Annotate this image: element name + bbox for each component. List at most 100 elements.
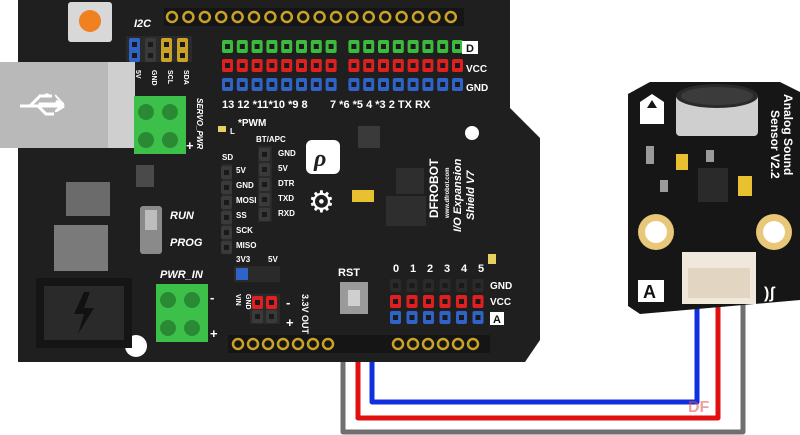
gold-pin [321,337,335,351]
digital-pin-hole [269,82,275,87]
digital-pin-hole [410,63,416,68]
analog-pin-hole [475,283,481,288]
analog-pin-hole [393,315,398,320]
digital-header-rows [222,40,463,91]
svg-text:-: - [286,295,290,310]
analog-pin-hole [475,315,481,320]
sd-pin-hole [224,185,229,190]
gold-pin [395,10,408,24]
gold-pin [261,337,275,351]
row-label-gnd: GND [466,83,488,94]
gold-pin [182,10,195,24]
i2c-pin-hole [148,42,153,47]
bt-pin-hole [262,212,267,217]
digital-pin-hole [313,82,319,87]
gold-pin [313,10,326,24]
gold-pin [214,10,228,24]
gold-pin [264,10,277,24]
analog-pin-hole [459,299,464,304]
digital-pin-hole [425,82,431,87]
gold-pin [428,10,441,24]
i2c-header [126,36,192,62]
gold-pin [231,337,245,351]
digital-pin-hole [440,44,446,49]
i2c-pin-hole [132,53,137,58]
svg-text:+: + [210,326,218,341]
gold-pin [444,10,458,24]
digital-pin-hole [284,44,290,49]
svg-text:5V: 5V [236,166,246,175]
digital-numbers: 13 12 *11*10 *9 8 [222,99,308,111]
analog-pin-hole [426,299,431,304]
svg-text:GND: GND [236,181,254,190]
pwm-note: *PWM [238,118,266,129]
bt-pin-hole [262,197,267,202]
ear-icon: )ʃ [764,285,775,302]
regulator [66,182,110,216]
digital-pin-hole [395,82,401,87]
svg-text:VIN: VIN [234,294,241,306]
svg-text:SCK: SCK [236,226,253,235]
analog-numbers: 0 1 2 3 4 5 [393,263,484,275]
bt-apc-label: BT/APC [256,135,286,144]
i2c-pin-hole [180,42,185,47]
rst-label: RST [338,267,360,279]
sd-pin-hole [224,200,229,205]
digital-pin-hole [313,63,319,68]
digital-pin-hole [455,63,460,68]
svg-text:SCL: SCL [166,70,173,85]
sd-pin-hole [224,215,229,220]
gold-pin [421,337,435,351]
bt-pin-hole [262,167,267,172]
svg-text:0: 0 [393,263,399,275]
gold-pin [276,337,290,351]
digital-pin-hole [366,82,372,87]
digital-pin-hole [381,44,386,49]
gold-pin [231,10,244,24]
svg-text:5: 5 [478,263,484,275]
svg-text:-: - [210,290,214,305]
analog-row-vcc: VCC [490,297,511,308]
digital-pin-hole [410,44,416,49]
analog-pin-hole [393,299,398,304]
i2c-pin-labels: 5V GND SCL SDA [134,70,189,86]
digital-pin-hole [410,82,416,87]
digital-pin-hole [455,44,460,49]
gold-pin [306,337,320,351]
gnd-pin-hole [255,314,260,319]
top-gold-header [164,8,464,26]
digital-pin-hole [284,82,290,87]
dfrobot-logo-tile [306,140,340,174]
bt-pin-labels: GND 5V DTR TXD RXD [278,149,296,218]
i2c-pin-hole [164,42,169,47]
digital-pin-hole [254,44,260,49]
gold-pin [391,337,405,351]
digital-pin-hole [225,44,230,49]
row-label-vcc: VCC [466,64,487,75]
lightning-icon [74,292,94,334]
digital-pin-hole [351,63,357,68]
digital-pin-hole [381,82,386,87]
digital-pin-hole [269,44,275,49]
gold-pin [291,337,305,351]
svg-text:3: 3 [444,263,450,275]
analog-row-a: A [493,314,501,326]
gold-pin [346,10,359,24]
analog-pin-hole [442,283,448,288]
gold-pin [198,10,212,24]
digital-pin-hole [225,63,230,68]
gold-pin [165,10,179,24]
svg-text:GND: GND [244,294,251,310]
sensor-port-label: A [643,282,656,302]
digital-pin-hole [239,44,245,49]
digital-pin-hole [328,82,334,87]
sd-pin-hole [224,230,229,235]
digital-pin-hole [299,44,304,49]
digital-pin-hole [351,82,357,87]
prog-label: PROG [170,237,203,249]
analog-pin-hole [393,283,398,288]
digital-pin-hole [225,82,230,87]
svg-text:5V: 5V [134,70,141,79]
svg-text:DTR: DTR [278,179,295,188]
